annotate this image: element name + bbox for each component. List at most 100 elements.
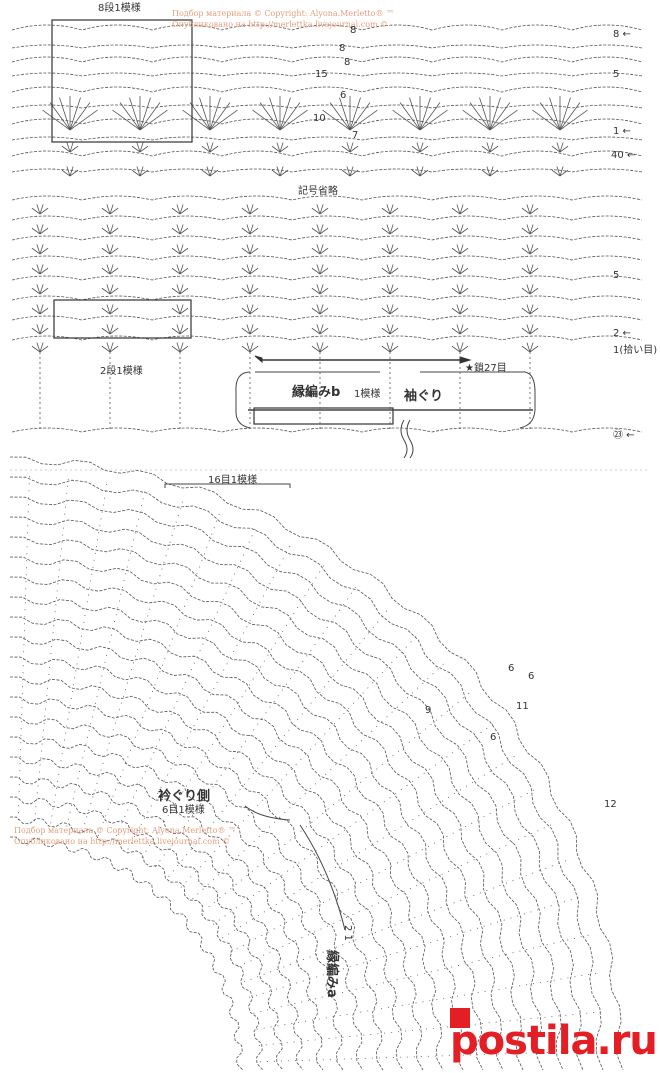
stitch-post (171, 267, 181, 275)
stitch-post (349, 169, 359, 177)
stitch-post (49, 102, 71, 131)
stitch-post (419, 97, 431, 131)
stitch-post (39, 327, 49, 335)
stitch-post (249, 204, 254, 215)
stitch-post (109, 207, 119, 215)
watermark-bottom-line2: Опубликовано на http://merlettka.livejou… (14, 837, 231, 846)
stitch-post (241, 247, 251, 255)
stitch-post (176, 304, 181, 315)
stitch-post (139, 142, 144, 153)
top-inline-number: 6 (340, 90, 347, 101)
stitch-post (459, 342, 464, 353)
stitch-post (109, 224, 114, 235)
stitch-post (456, 284, 461, 295)
top-row-marker-5: 5 (613, 69, 620, 80)
stitch-post (319, 342, 324, 353)
stitch-post (131, 145, 141, 153)
stitch-post (456, 304, 461, 315)
stitch-post (409, 97, 421, 131)
stitch-post (316, 342, 321, 353)
stitch-post (322, 109, 351, 131)
stitch-post (39, 264, 44, 275)
stitch-post (316, 224, 321, 235)
stitch-post (316, 284, 321, 295)
stitch-post (486, 166, 491, 177)
postila-logo[interactable]: postila.ru (450, 1008, 658, 1068)
stitch-post (36, 204, 41, 215)
stitch-post (179, 345, 189, 353)
stitch-post (246, 342, 251, 353)
stitch-post (139, 145, 149, 153)
stitch-post (176, 224, 181, 235)
stitch-post (101, 247, 111, 255)
yoke-spoke (253, 933, 595, 1014)
stitch-post (316, 324, 321, 335)
stitch-post (109, 307, 119, 315)
stitch-post (526, 284, 531, 295)
stitch-post (456, 224, 461, 235)
yoke-chain-arc (9, 816, 264, 1071)
stitch-post (171, 287, 181, 295)
yoke-spoke (230, 786, 540, 953)
yoke-chain-arc (9, 516, 564, 1071)
stitch-post (451, 267, 461, 275)
stitch-post (341, 145, 351, 153)
yoke-chain-arc (9, 576, 504, 1071)
stitch-post (346, 142, 351, 153)
stitch-post (249, 287, 259, 295)
stitch-post (319, 267, 329, 275)
stitch-post (101, 227, 111, 235)
stitch-post (279, 169, 289, 177)
stitch-post (36, 224, 41, 235)
stitch-post (489, 102, 511, 131)
stitch-post (411, 169, 421, 177)
stitch-post (36, 304, 41, 315)
middle-repeat-box (53, 299, 192, 339)
yoke-number: 12 (604, 799, 617, 810)
yoke-spoke (212, 720, 498, 925)
stitch-post (61, 145, 71, 153)
stitch-post (271, 169, 281, 177)
stitch-post (179, 207, 189, 215)
stitch-post (349, 102, 371, 131)
stitch-post (529, 244, 534, 255)
stitch-post (459, 345, 469, 353)
stitch-post (241, 227, 251, 235)
stitch-post (106, 244, 111, 255)
stitch-post (316, 264, 321, 275)
stitch-post (176, 324, 181, 335)
stitch-post (389, 324, 394, 335)
top-chart-stitch-rows (11, 24, 643, 173)
stitch-post (249, 247, 259, 255)
yoke-chain-arc (9, 756, 324, 1071)
stitch-post (311, 287, 321, 295)
stitch-post (101, 345, 111, 353)
stitch-post (106, 224, 111, 235)
edging-b-label: 縁編みb (292, 385, 341, 400)
stitch-post (182, 109, 211, 131)
stitch-post (489, 97, 501, 131)
stitch-post (556, 142, 561, 153)
yoke-chain-arc (9, 836, 244, 1071)
yoke-chain-arc (9, 496, 584, 1071)
stitch-post (529, 224, 534, 235)
stitch-post (109, 324, 114, 335)
chain-row (11, 86, 643, 93)
stitch-post (31, 207, 41, 215)
stitch-post (36, 264, 41, 275)
stitch-post (381, 227, 391, 235)
stitch-post (526, 244, 531, 255)
stitch-post (106, 324, 111, 335)
stitch-post (109, 204, 114, 215)
stitch-post (279, 109, 308, 131)
stitch-post (246, 244, 251, 255)
stitch-post (249, 324, 254, 335)
stitch-post (389, 264, 394, 275)
top-repeat-label: 8段1模様 (98, 3, 141, 14)
yoke-spoke (82, 495, 185, 831)
stitch-post (249, 224, 254, 235)
yoke-spoke (249, 895, 585, 998)
yoke-spoke (243, 858, 572, 983)
stitch-post (176, 342, 181, 353)
